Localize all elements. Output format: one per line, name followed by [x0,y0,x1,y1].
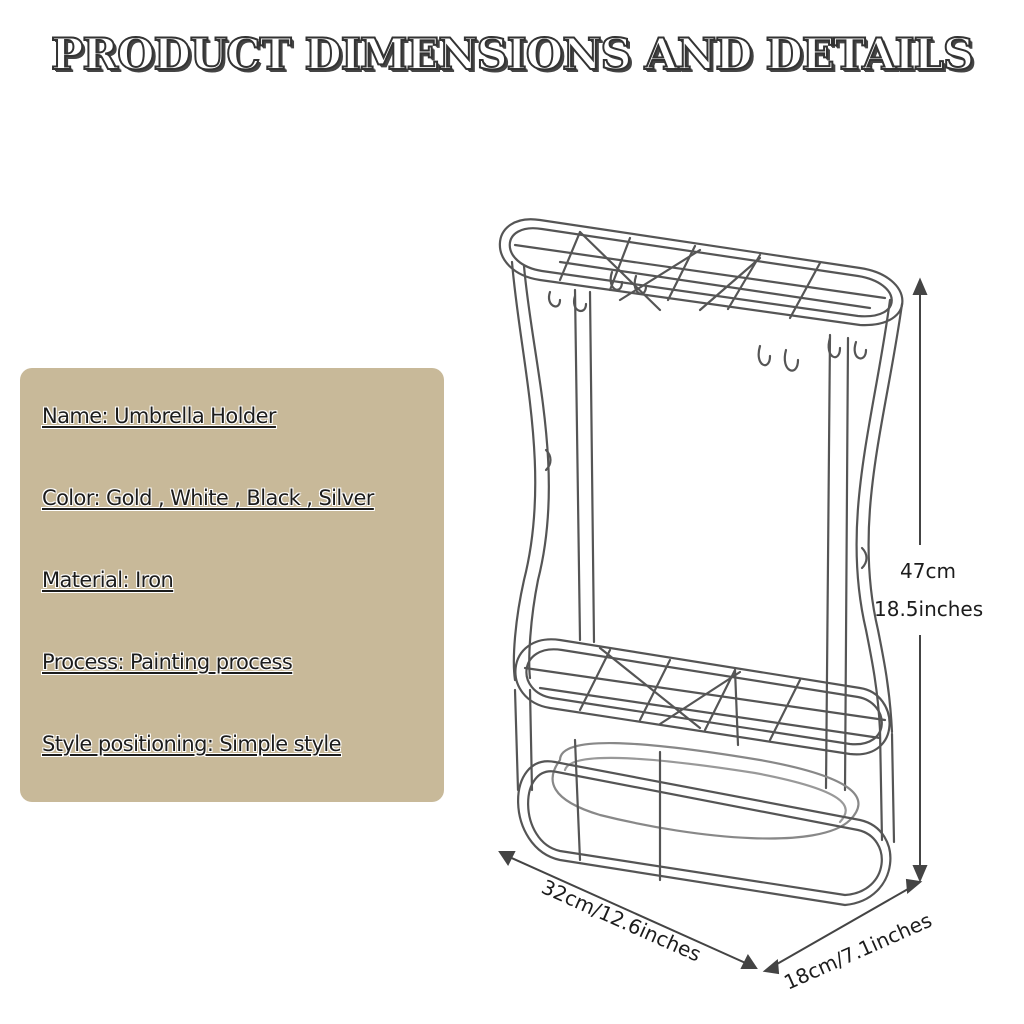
height-cm-label: 47cm [900,559,956,583]
top-rack [498,218,904,372]
width-label: 18cm/7.1inches [780,908,935,995]
page-title: PRODUCT DIMENSIONS AND DETAILS [50,29,975,81]
spec-material: Material: Iron [42,568,174,592]
spec-process: Process: Painting process [42,650,293,674]
dimension-lines [498,277,928,975]
side-frames [510,260,904,792]
middle-rack [514,638,891,756]
drip-tray [551,738,860,882]
spec-style: Style positioning: Simple style [42,732,342,756]
spec-name: Name: Umbrella Holder [42,404,277,428]
base-ring [513,688,896,907]
spec-color: Color: Gold , White , Black , Silver [42,486,374,510]
length-label: 32cm/12.6inches [538,875,705,967]
height-in-label: 18.5inches [874,597,983,621]
spec-panel: Name: Umbrella Holder Color: Gold , Whit… [20,368,444,802]
